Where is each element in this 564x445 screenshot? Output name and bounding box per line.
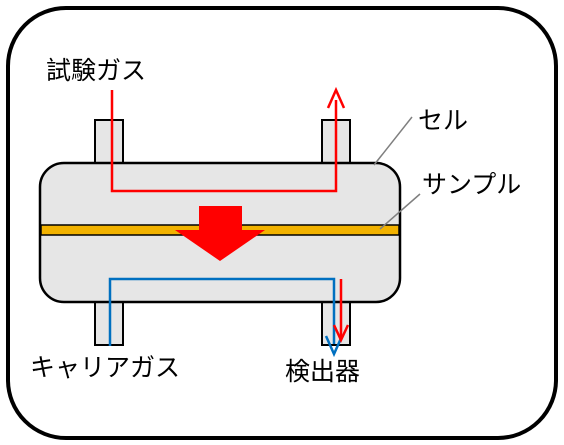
sample-leader-line (379, 193, 421, 230)
carrier-gas-outlet-arrowhead (324, 335, 344, 358)
test-gas-label: 試験ガス (46, 56, 147, 85)
test-gas-outlet-arrowhead (326, 86, 346, 109)
outer-frame (6, 6, 558, 440)
detector-feed-arrowhead (332, 324, 350, 343)
carrier-gas-label: キャリアガス (30, 353, 181, 382)
sample-label: サンプル (422, 170, 522, 199)
cell-leader-line (373, 116, 413, 166)
detector-label: 検出器 (285, 357, 361, 386)
cell-label: セル (418, 106, 469, 135)
permeation-arrow (175, 206, 265, 261)
test-gas-flow-line (110, 90, 338, 193)
carrier-gas-flow-line (108, 277, 336, 346)
